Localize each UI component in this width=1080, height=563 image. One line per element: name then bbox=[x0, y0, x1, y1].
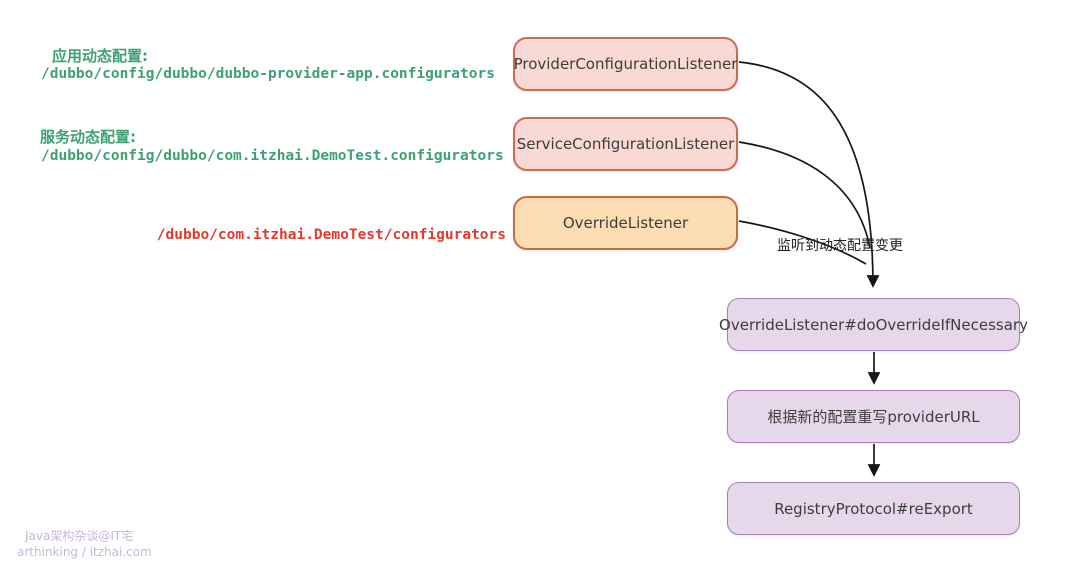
app-dynamic-config-path: /dubbo/config/dubbo/dubbo-provider-app.c… bbox=[41, 66, 495, 82]
node-registry-protocol-reexport: RegistryProtocol#reExport bbox=[727, 482, 1020, 535]
node-override-listener: OverrideListener bbox=[513, 196, 738, 250]
service-dynamic-config-label: 服务动态配置: bbox=[40, 128, 136, 146]
edge-service-listener bbox=[738, 141, 871, 249]
edge-label-config-change: 监听到动态配置变更 bbox=[777, 238, 903, 254]
node-do-override-if-necessary: OverrideListener#doOverrideIfNecessary bbox=[719, 298, 1028, 351]
watermark-line-2: arthinking / itzhai.com bbox=[17, 545, 152, 559]
watermark-line-1: Java架构杂谈@IT宅 bbox=[25, 529, 134, 543]
node-service-configuration-listener: ServiceConfigurationListener bbox=[513, 117, 738, 171]
app-dynamic-config-label: 应用动态配置: bbox=[52, 47, 148, 65]
node-rewrite-provider-url: 根据新的配置重写providerURL bbox=[727, 390, 1020, 443]
node-provider-configuration-listener: ProviderConfigurationListener bbox=[513, 37, 738, 91]
service-dynamic-config-path: /dubbo/config/dubbo/com.itzhai.DemoTest.… bbox=[41, 148, 504, 164]
override-config-path: /dubbo/com.itzhai.DemoTest/configurators bbox=[156, 227, 506, 243]
